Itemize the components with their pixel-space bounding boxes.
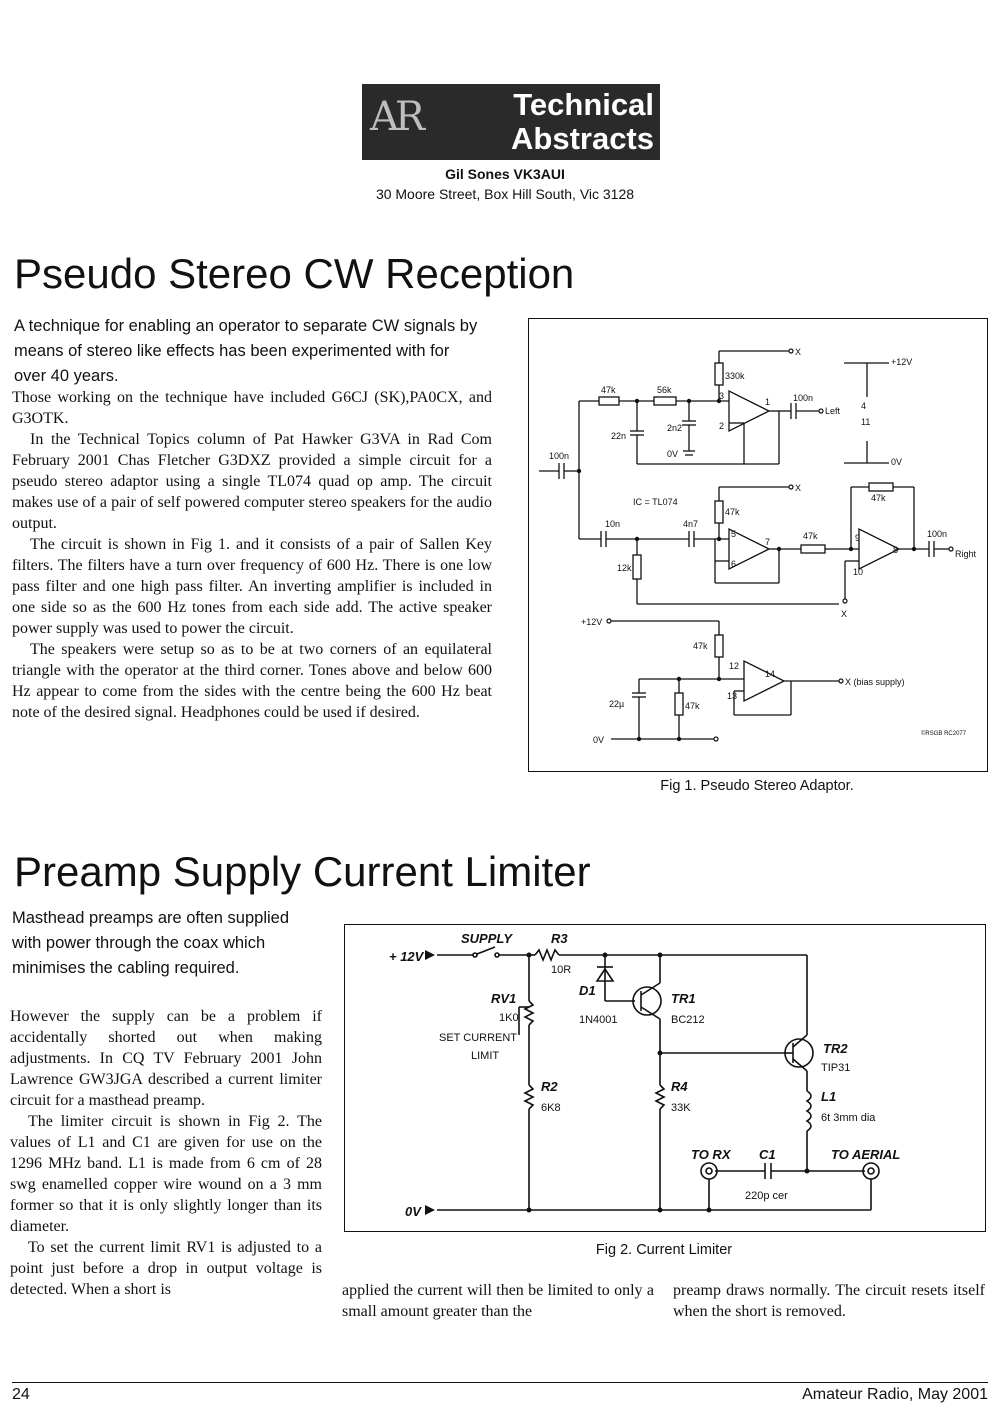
fig1-label-22n: 22n xyxy=(611,431,626,441)
fig1-label-left: Left xyxy=(825,406,841,416)
fig1-label-330k: 330k xyxy=(725,371,745,381)
article2-para-1: However the supply can be a problem if a… xyxy=(10,1008,322,1109)
technical-abstracts-logo: AR Technical Abstracts xyxy=(362,84,660,160)
footer-rule xyxy=(12,1382,988,1383)
fig1-label-pin1: 1 xyxy=(765,397,770,407)
fig2-label-r3-value: 10R xyxy=(551,964,571,976)
article2-column3-text: preamp draws normally. The circuit reset… xyxy=(673,1282,985,1320)
figure2-frame: + 12V SUPPLY R3 10R D1 1N4001 RV1 1K0 SE… xyxy=(344,924,986,1232)
fig2-label-r2-value: 6K8 xyxy=(541,1102,561,1114)
logo-ar-mark: AR xyxy=(370,94,425,140)
figure1-caption: Fig 1. Pseudo Stereo Adaptor. xyxy=(660,778,854,794)
fig1-label-bias-supply: X (bias supply) xyxy=(845,677,905,687)
fig2-label-0v: 0V xyxy=(405,1204,422,1219)
fig1-label-47k-fb: 47k xyxy=(871,493,886,503)
fig2-label-tr1-value: BC212 xyxy=(671,1014,705,1026)
fig2-label-tr1: TR1 xyxy=(671,991,696,1006)
article1-para-1: Those working on the technique have incl… xyxy=(12,389,492,427)
fig1-label-pin5: 5 xyxy=(731,529,736,539)
article2-para-2: The limiter circuit is shown in Fig 2. T… xyxy=(10,1113,322,1235)
fig1-label-x3: X xyxy=(841,609,847,619)
fig1-label-pin10: 10 xyxy=(853,567,863,577)
fig1-label-copyright: ©RSGB RC2077 xyxy=(921,730,967,737)
article2-title: Preamp Supply Current Limiter xyxy=(14,848,591,895)
fig2-label-set-current: SET CURRENT xyxy=(439,1032,517,1044)
figure2-caption: Fig 2. Current Limiter xyxy=(595,1242,733,1258)
fig1-label-pin2: 2 xyxy=(719,421,724,431)
fig1-label-47k-e: 47k xyxy=(685,701,700,711)
fig1-label-pin14: 14 xyxy=(765,669,775,679)
fig1-label-x1: X xyxy=(795,347,801,357)
logo-title-line1: Technical xyxy=(513,87,654,122)
fig1-label-pin8: 8 xyxy=(893,545,898,555)
fig2-label-r2: R2 xyxy=(541,1079,558,1094)
fig1-label-pin3: 3 xyxy=(719,391,724,401)
fig2-label-c1-value: 220p cer xyxy=(745,1190,788,1202)
fig2-label-rv1-value: 1K0 xyxy=(499,1012,519,1024)
fig2-label-to-aerial: TO AERIAL xyxy=(831,1147,900,1162)
fig2-label-c1: C1 xyxy=(759,1147,776,1162)
article1-para-2: In the Technical Topics column of Pat Ha… xyxy=(12,431,492,532)
fig1-label-pin12: 12 xyxy=(729,661,739,671)
fig2-label-r4-value: 33K xyxy=(671,1102,691,1114)
fig2-label-limit: LIMIT xyxy=(471,1050,499,1062)
fig2-label-l1-value: 6t 3mm dia xyxy=(821,1112,876,1124)
fig1-label-ov-gnd: 0V xyxy=(667,449,678,459)
fig2-label-r4: R4 xyxy=(671,1079,688,1094)
fig1-label-0v: 0V xyxy=(891,457,902,467)
fig1-label-22u: 22µ xyxy=(609,699,624,709)
fig1-label-plus12v-rail: +12V xyxy=(581,617,602,627)
article1-body: Those working on the technique have incl… xyxy=(12,387,492,723)
fig2-label-rv1: RV1 xyxy=(491,991,516,1006)
fig2-label-to-rx: TO RX xyxy=(691,1147,732,1162)
fig1-label-4n7: 4n7 xyxy=(683,519,698,529)
fig1-label-10n: 10n xyxy=(605,519,620,529)
figure1-schematic: X +12V 0V 4 11 330k 47k 56k 22n 2n2 0V 1… xyxy=(539,347,977,745)
fig1-label-ov-rail: 0V xyxy=(593,735,604,745)
article1-title: Pseudo Stereo CW Reception xyxy=(14,250,575,297)
article2-para-3: To set the current limit RV1 is adjusted… xyxy=(10,1239,322,1298)
fig1-label-plus12v: +12V xyxy=(891,357,912,367)
fig2-label-l1: L1 xyxy=(821,1089,836,1104)
magazine-issue: Amateur Radio, May 2001 xyxy=(802,1386,988,1403)
fig1-label-pin13: 13 xyxy=(727,691,737,701)
fig1-label-ic: IC = TL074 xyxy=(633,497,678,507)
article1-lead: A technique for enabling an operator to … xyxy=(14,317,478,385)
fig1-label-pin4: 4 xyxy=(861,401,866,411)
logo-title-line2: Abstracts xyxy=(511,121,654,156)
fig1-label-100n-left: 100n xyxy=(793,393,813,403)
fig1-label-right: Right xyxy=(955,549,977,559)
fig2-label-tr2: TR2 xyxy=(823,1041,848,1056)
author-address: 30 Moore Street, Box Hill South, Vic 312… xyxy=(375,186,635,202)
fig1-label-pin6: 6 xyxy=(731,559,736,569)
fig1-label-pin7: 7 xyxy=(765,537,770,547)
article2-column2-text: applied the current will then be limited… xyxy=(342,1282,654,1320)
fig1-label-47k-d: 47k xyxy=(693,641,708,651)
fig1-label-2n2: 2n2 xyxy=(667,423,682,433)
figure2-schematic: + 12V SUPPLY R3 10R D1 1N4001 RV1 1K0 SE… xyxy=(389,931,900,1219)
fig1-label-47k-b: 47k xyxy=(725,507,740,517)
fig1-label-pin9: 9 xyxy=(855,533,860,543)
fig2-label-d1-value: 1N4001 xyxy=(579,1014,618,1026)
fig1-label-12k: 12k xyxy=(617,563,632,573)
fig2-label-tr2-value: TIP31 xyxy=(821,1062,850,1074)
article1-para-3: The circuit is shown in Fig 1. and it co… xyxy=(12,536,492,637)
fig1-label-100n-in: 100n xyxy=(549,451,569,461)
author-name: Gil Sones VK3AUI xyxy=(445,166,565,182)
fig1-label-pin11: 11 xyxy=(861,417,870,427)
fig1-label-47k-a: 47k xyxy=(601,385,616,395)
figure1-frame: X +12V 0V 4 11 330k 47k 56k 22n 2n2 0V 1… xyxy=(528,318,988,772)
fig1-label-47k-c: 47k xyxy=(803,531,818,541)
article2-lead: Masthead preamps are often supplied with… xyxy=(12,909,290,977)
article2-body: However the supply can be a problem if a… xyxy=(10,1006,322,1300)
fig2-label-plus12v: + 12V xyxy=(389,949,425,964)
fig1-label-100n-right: 100n xyxy=(927,529,947,539)
fig2-label-r3: R3 xyxy=(551,931,568,946)
article1-para-4: The speakers were setup so as to be at t… xyxy=(12,641,492,721)
fig1-label-x2: X xyxy=(795,483,801,493)
fig1-label-56k: 56k xyxy=(657,385,672,395)
page-number: 24 xyxy=(12,1386,30,1403)
fig2-label-supply: SUPPLY xyxy=(461,931,513,946)
fig2-label-d1: D1 xyxy=(579,983,596,998)
